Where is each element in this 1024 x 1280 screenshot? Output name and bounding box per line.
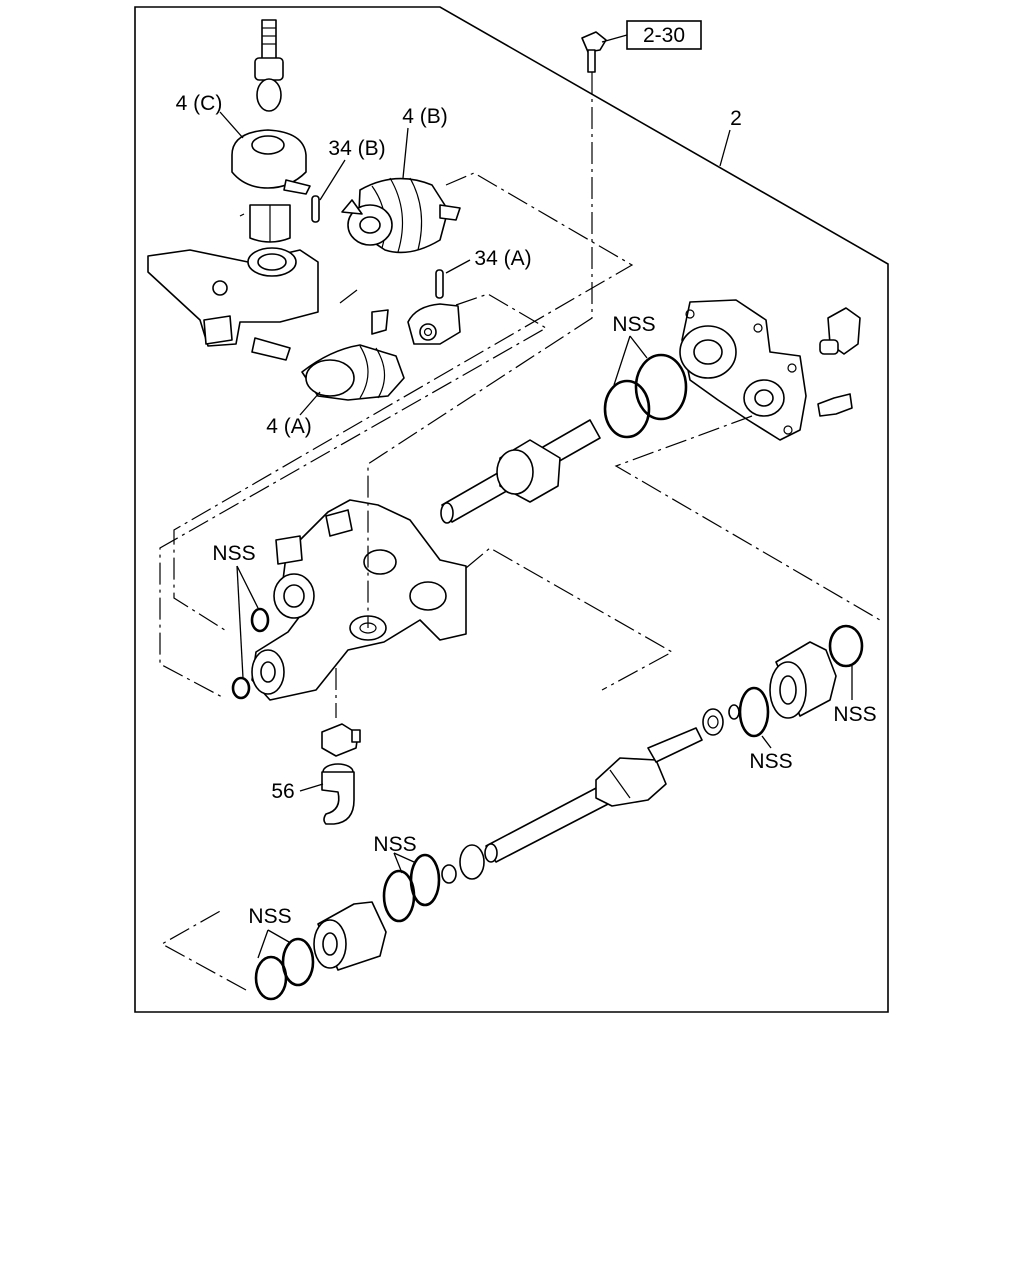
label-34a: 34 (A) bbox=[474, 247, 531, 270]
label-4c: 4 (C) bbox=[176, 92, 223, 115]
bolt-2-30 bbox=[581, 31, 607, 73]
o-ring-small-1 bbox=[250, 607, 270, 633]
label-nss-lower-left: NSS bbox=[248, 905, 291, 928]
main-valve-body bbox=[251, 499, 467, 701]
ref-box-label: 2-30 bbox=[643, 24, 685, 47]
upper-valve-group bbox=[147, 19, 461, 401]
sleeve-right bbox=[738, 624, 864, 738]
label-56: 56 bbox=[271, 780, 294, 803]
label-nss-right-outer: NSS bbox=[833, 703, 876, 726]
label-4a: 4 (A) bbox=[266, 415, 312, 438]
label-nss-upper: NSS bbox=[612, 313, 655, 336]
o-ring-pair-upper bbox=[603, 353, 688, 439]
label-assembly-2: 2 bbox=[730, 107, 742, 130]
label-4b: 4 (B) bbox=[402, 105, 448, 128]
label-nss-left: NSS bbox=[212, 542, 255, 565]
label-nss-right-inner: NSS bbox=[749, 750, 792, 773]
piston-upper bbox=[440, 419, 601, 524]
leader-lines bbox=[219, 34, 853, 959]
o-ring-small-2 bbox=[231, 676, 251, 700]
label-34b: 34 (B) bbox=[328, 137, 385, 160]
fitting-56-group bbox=[321, 723, 361, 825]
ref-box bbox=[626, 20, 702, 50]
cover-plate-group bbox=[679, 299, 861, 441]
phantom-lines bbox=[159, 72, 881, 991]
assembly-frame bbox=[134, 6, 889, 1013]
label-nss-lower-mid: NSS bbox=[373, 833, 416, 856]
sleeve-left bbox=[254, 853, 441, 1001]
piston-lower bbox=[441, 704, 740, 884]
